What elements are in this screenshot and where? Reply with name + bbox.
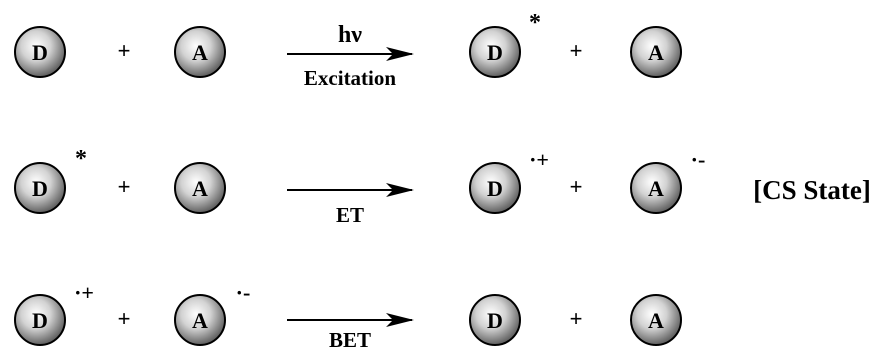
acceptor-sphere: A [174, 162, 226, 214]
plus-sign: + [118, 38, 131, 63]
donor-label: D [487, 176, 503, 201]
arrow-label-top: hν [338, 22, 362, 48]
donor-label: D [487, 308, 503, 333]
acceptor-label: A [648, 176, 664, 201]
cs-state-label: [CS State] [753, 175, 871, 205]
acceptor-label: A [192, 176, 208, 201]
donor-label: D [32, 308, 48, 333]
acceptor-radical-anion: A ·- [630, 147, 706, 214]
superscript: ·+ [529, 147, 549, 172]
reaction-row-excitation: D + A hν Excitation D * + A [14, 10, 682, 90]
donor-sphere: D [469, 294, 521, 346]
acceptor-label: A [192, 40, 208, 65]
acceptor-label: A [192, 308, 208, 333]
arrow-label-bottom: BET [329, 328, 371, 350]
acceptor-label: A [648, 308, 664, 333]
reaction-row-back-electron-transfer: D ·+ + A ·- BET D + A [14, 280, 682, 350]
superscript: ·+ [74, 280, 94, 305]
superscript: * [75, 146, 87, 172]
plus-sign: + [118, 174, 131, 199]
acceptor-sphere: A [630, 294, 682, 346]
plus-sign: + [570, 38, 583, 63]
reaction-row-electron-transfer: D * + A ET D ·+ + A ·- [CS State] [14, 146, 871, 227]
acceptor-label: A [648, 40, 664, 65]
donor-radical-cation: D ·+ [469, 147, 549, 214]
donor-radical-cation: D ·+ [14, 280, 94, 346]
superscript: ·- [236, 280, 251, 305]
superscript: ·- [691, 147, 706, 172]
plus-sign: + [570, 174, 583, 199]
donor-sphere-excited: D * [14, 146, 87, 214]
donor-sphere: D [14, 26, 66, 78]
donor-sphere-excited: D * [469, 10, 541, 78]
superscript: * [529, 10, 541, 36]
plus-sign: + [118, 306, 131, 331]
acceptor-sphere: A [174, 26, 226, 78]
arrow-label-bottom: Excitation [304, 66, 396, 90]
plus-sign: + [570, 306, 583, 331]
donor-label: D [487, 40, 503, 65]
acceptor-radical-anion: A ·- [174, 280, 251, 346]
acceptor-sphere: A [630, 26, 682, 78]
donor-label: D [32, 40, 48, 65]
donor-label: D [32, 176, 48, 201]
arrow-label-bottom: ET [336, 203, 364, 227]
